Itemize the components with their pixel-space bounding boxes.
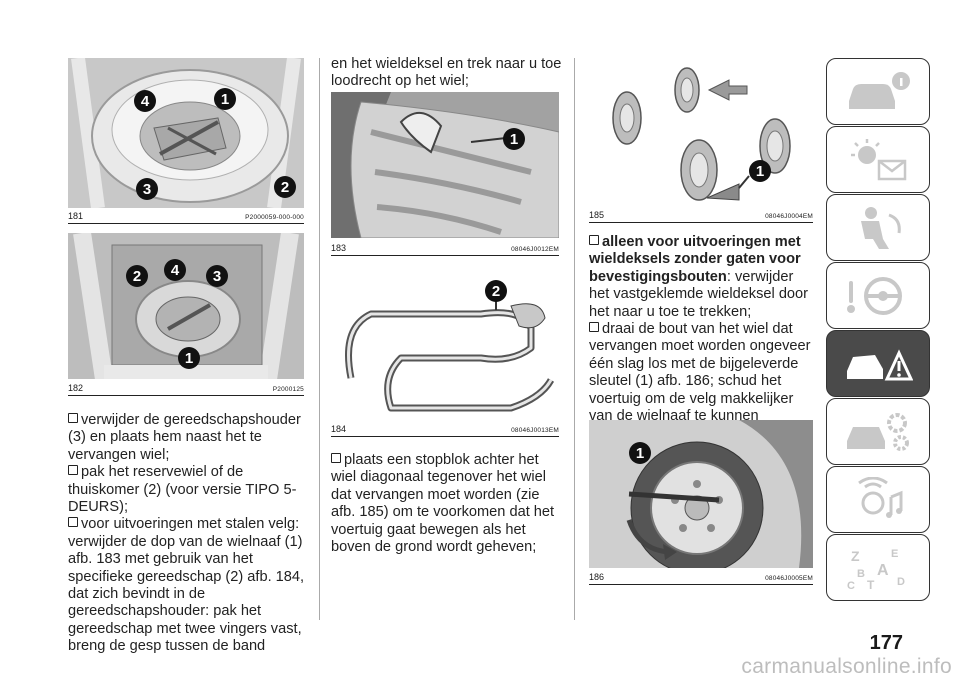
index-letter: E [891,548,898,560]
figure-181-illustration [68,58,304,208]
checkbox-bullet-icon [331,453,341,463]
column-divider [574,58,575,620]
column-2-continuation: en het wieldeksel en trek naar u toe loo… [331,56,562,90]
chapter-tab-car-info[interactable] [826,58,930,125]
callout-marker: 2 [274,176,296,198]
figure-code: 08046J0004EM [765,213,813,220]
column-divider [319,58,320,620]
checkbox-bullet-icon [589,322,599,333]
column-2-text: plaats een stopblok achter het wiel diag… [331,452,563,556]
checkbox-bullet-icon [589,235,599,245]
figure-183-illustration [331,92,559,238]
callout-marker: 1 [214,88,236,110]
index-letter: C [847,580,855,591]
chapter-tab-maintenance[interactable] [826,398,930,465]
figure-number: 185 [589,210,605,220]
car-maintenance-gears-icon [847,412,909,451]
chapter-tab-safety[interactable] [826,194,930,261]
figure-183-wheel-cover: 1 [331,92,559,238]
figure-code: P2000059-000-000 [245,214,304,221]
index-letter: B [857,568,865,580]
bullet-item: plaats een stopblok achter het wiel diag… [331,452,555,556]
bullet-item: alleen voor uitvoeringen met wieldeksels… [589,234,809,320]
watermark: carmanualsonline.info [741,655,952,678]
checkbox-bullet-icon [68,413,78,423]
figure-181-caption: 181 P2000059-000-000 [68,211,304,224]
figure-number: 186 [589,572,605,582]
figure-186-illustration [589,420,813,568]
chapter-tab-emergency[interactable] [826,330,930,397]
figure-185-caption: 185 08046J0004EM [589,210,813,223]
index-letter: D [897,576,905,588]
figure-186-loosen-wheel-bolt: 1 [589,420,813,568]
figure-183-caption: 183 08046J0012EM [331,243,559,256]
alphabetical-index-icon: Z E B A C T D [847,548,905,591]
callout-marker: 2 [485,280,507,302]
figure-code: 08046J0005EM [765,575,813,582]
figure-184-illustration [345,292,555,412]
column-3-text: alleen voor uitvoeringen met wieldeksels… [589,234,815,443]
figure-181-spare-wheel-well: 4 1 3 2 [68,58,304,208]
chapter-tab-warning-lights[interactable] [826,126,930,193]
multimedia-icon [858,476,903,518]
figure-182-illustration [68,233,304,379]
chapter-tab-index[interactable]: Z E B A C T D [826,534,930,601]
bullet-item: verwijder de gereedschapshouder (3) en p… [68,412,301,463]
car-crash-warning-icon [847,348,913,380]
car-info-icon [849,71,910,109]
callout-marker: 3 [136,178,158,200]
chapter-tab-driving[interactable] [826,262,930,329]
index-letter: A [877,562,889,579]
callout-marker: 1 [629,442,651,464]
figure-185-illustration [612,67,791,201]
chapter-tab-multimedia[interactable] [826,466,930,533]
figure-number: 183 [331,243,347,253]
figure-184-hub-cap-tool: 2 [331,268,559,420]
figure-number: 182 [68,383,84,393]
figure-185-wheel-chock: 1 [589,58,813,206]
figure-182-trunk-spare-wheel: 2 4 3 1 [68,233,304,379]
figure-code: 08046J0013EM [511,427,559,434]
figure-code: P2000125 [272,386,304,393]
bullet-item: voor uitvoeringen met stalen velg: verwi… [68,516,305,655]
callout-marker: 3 [206,265,228,287]
bullet-item: pak het reservewiel of de thuiskomer (2)… [68,464,297,516]
figure-186-caption: 186 08046J0005EM [589,572,813,585]
figure-code: 08046J0012EM [511,246,559,253]
airbag-seat-icon [861,206,901,249]
callout-marker: 1 [178,347,200,369]
callout-marker: 4 [134,90,156,112]
index-letter: Z [851,548,860,564]
checkbox-bullet-icon [68,465,78,476]
index-letter: T [867,578,875,591]
warning-lights-icon [851,138,907,180]
checkbox-bullet-icon [68,517,78,528]
callout-marker: 1 [503,128,525,150]
figure-number: 184 [331,424,347,434]
figure-184-caption: 184 08046J0013EM [331,424,559,437]
page-number: 177 [869,632,903,654]
figure-number: 181 [68,211,84,221]
steering-wheel-icon [847,276,902,315]
figure-182-caption: 182 P2000125 [68,383,304,396]
callout-marker: 4 [164,259,186,281]
callout-marker: 2 [126,265,148,287]
callout-marker: 1 [749,160,771,182]
column-1-text: verwijder de gereedschapshouder (3) en p… [68,412,306,656]
